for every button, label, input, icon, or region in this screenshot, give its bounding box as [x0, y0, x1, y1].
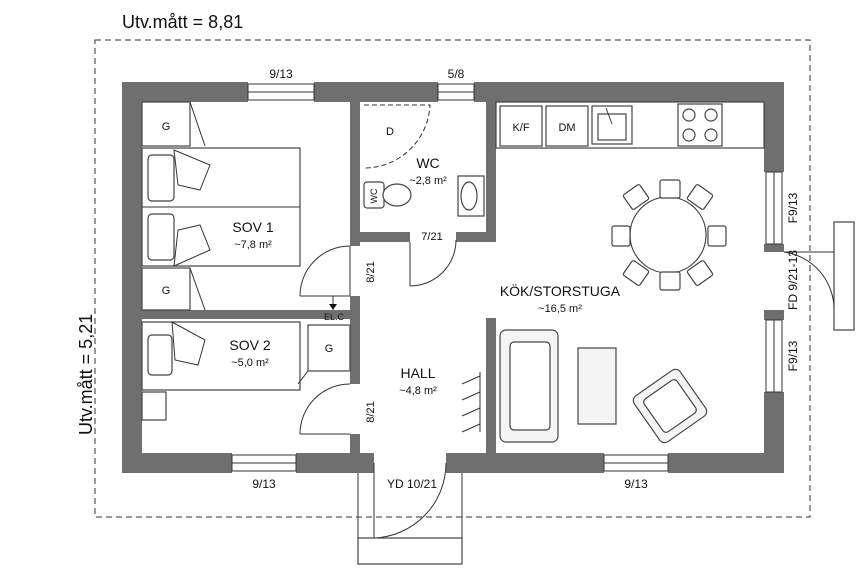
room-name-wc: WC: [416, 155, 439, 171]
window-label-right-bottom: F9/13: [786, 340, 800, 371]
exterior-walls: [122, 82, 784, 473]
door-wc: [409, 239, 457, 287]
window-label-bottom-right: 9/13: [624, 477, 648, 491]
interior-walls: [142, 102, 496, 453]
armchair: [632, 368, 708, 444]
shower: [363, 104, 431, 169]
wardrobe-label-2: G: [162, 285, 171, 297]
window-label-top-mid: 5/8: [448, 67, 465, 81]
fridge-label: K/F: [512, 122, 529, 134]
width-dimension-label: Utv.mått = 8,81: [122, 12, 243, 32]
wardrobe-sov1-bottom: [141, 267, 206, 311]
room-area-sov1: ~7,8 m²: [234, 239, 272, 251]
door-sov1: [299, 245, 351, 297]
room-area-wc: ~2,8 m²: [409, 175, 447, 187]
door-sov2: [299, 383, 351, 435]
dining-table: [611, 179, 727, 291]
room-name-hall: HALL: [400, 365, 435, 381]
electrical-cabinet-label: EL.C: [324, 312, 345, 322]
room-name-sov1: SOV 1: [232, 219, 273, 235]
door-label-entry: YD 10/21: [387, 477, 437, 491]
toilet-label: WC: [369, 188, 379, 203]
stove: [677, 103, 723, 147]
window-label-right-top: F9/13: [786, 192, 800, 223]
room-name-kok: KÖK/STORSTUGA: [500, 282, 621, 299]
door-label-patio: FD 9/21-13: [786, 250, 800, 310]
room-area-sov2: ~5,0 m²: [231, 357, 269, 369]
door-label-wc: 7/21: [421, 231, 442, 243]
patio-door: [783, 221, 855, 331]
coffee-table: [577, 347, 617, 425]
sofa: [499, 329, 559, 443]
kitchen-sink: [591, 105, 633, 145]
wardrobe-sov1-top: [141, 101, 206, 147]
height-dimension-label: Utv.mått = 5,21: [76, 314, 96, 435]
shower-label: D: [386, 126, 394, 138]
window-label-top-left: 9/13: [269, 67, 293, 81]
toilet: [363, 181, 412, 209]
wardrobe-label-3: G: [325, 343, 334, 355]
dishwasher-label: DM: [558, 122, 575, 134]
door-label-sov1: 8/21: [365, 261, 377, 282]
room-name-sov2: SOV 2: [229, 337, 270, 353]
electrical-arrow-head: [329, 304, 337, 310]
wc-sink: [457, 175, 485, 217]
outer-dimension-frame: [94, 39, 811, 518]
door-entry: [357, 462, 463, 565]
room-area-kok: ~16,5 m²: [538, 303, 582, 315]
wardrobe-sov2: [297, 324, 351, 385]
coat-rack: [461, 372, 481, 433]
double-bed: [141, 147, 301, 267]
bedside-table: [141, 391, 167, 421]
windows: [231, 83, 783, 472]
single-bed: [141, 321, 301, 391]
room-area-hall: ~4,8 m²: [399, 385, 437, 397]
door-label-sov2: 8/21: [365, 401, 377, 422]
wardrobe-label-1: G: [162, 121, 171, 133]
window-label-bottom-left: 9/13: [252, 477, 276, 491]
